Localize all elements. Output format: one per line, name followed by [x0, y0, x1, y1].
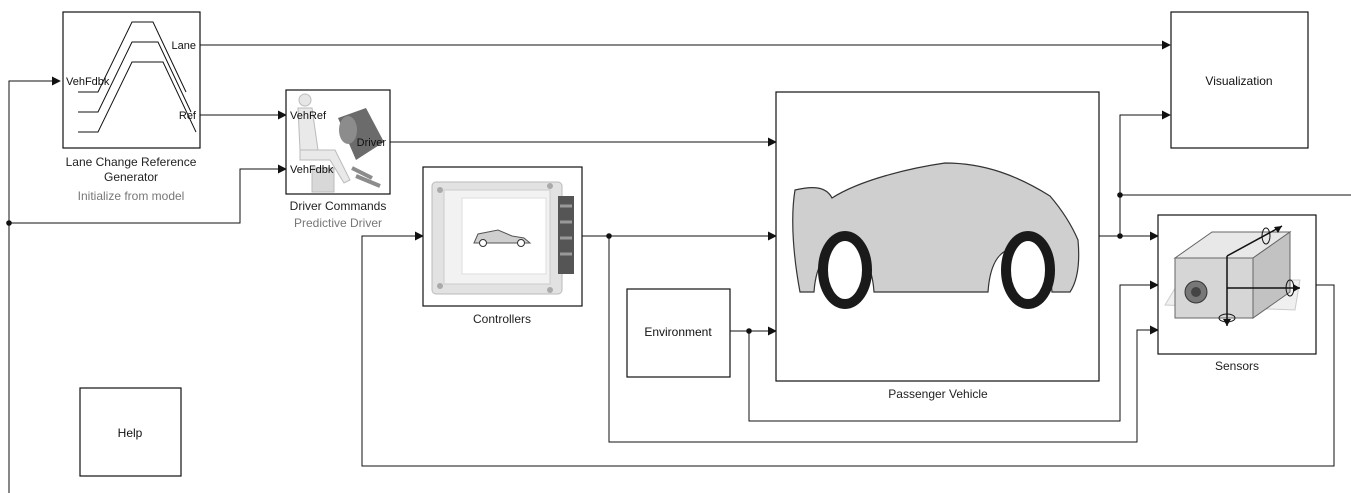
- help-block-label: Help: [118, 426, 143, 440]
- sensor-icon: [1164, 225, 1301, 326]
- port-label-vehref: VehRef: [290, 110, 327, 122]
- car-silhouette-icon: [792, 162, 1080, 309]
- lane-change-block-frame[interactable]: [62, 11, 201, 149]
- branch-point: [606, 233, 612, 239]
- lane-change-name-line2: Generator: [104, 170, 158, 184]
- signal-lines: [8, 40, 1351, 493]
- branch-point: [6, 220, 12, 226]
- port-label-lane: Lane: [172, 40, 196, 52]
- sensors-block[interactable]: Sensors: [1157, 214, 1317, 373]
- driver-block-subtitle: Predictive Driver: [294, 216, 382, 230]
- lane-change-icon: [78, 21, 197, 133]
- signal-line-environment-to-sensors[interactable]: [748, 280, 1159, 422]
- lane-change-reference-block[interactable]: VehFdbk Lane Ref Lane Change Reference G…: [62, 11, 201, 203]
- signal-line-sensors-to-controllers[interactable]: [361, 231, 1335, 467]
- visualization-block-label: Visualization: [1205, 74, 1272, 88]
- visualization-block[interactable]: Visualization: [1170, 11, 1309, 149]
- ecu-icon: [431, 181, 574, 295]
- visualization-block-frame[interactable]: [1170, 11, 1309, 149]
- sensors-block-name: Sensors: [1215, 359, 1259, 373]
- lane-change-subtitle: Initialize from model: [78, 189, 185, 203]
- signal-line-vehfdbk-to-lane[interactable]: [8, 76, 61, 493]
- environment-block-label: Environment: [644, 325, 712, 339]
- driver-commands-block[interactable]: VehRef VehFdbk Driver Driver Commands Pr…: [285, 89, 391, 230]
- branch-points: [6, 192, 1123, 334]
- port-label-vehfdbk: VehFdbk: [66, 76, 110, 88]
- branch-point: [1117, 233, 1123, 239]
- lane-change-name-line1: Lane Change Reference: [66, 155, 197, 169]
- port-label-ref: Ref: [179, 110, 197, 122]
- port-label-driver: Driver: [357, 137, 387, 149]
- driver-icon: [297, 93, 384, 193]
- port-label-vehfdbk-driver: VehFdbk: [290, 164, 334, 176]
- driver-block-name: Driver Commands: [290, 199, 387, 213]
- environment-block[interactable]: Environment: [626, 288, 731, 378]
- environment-block-frame[interactable]: [626, 288, 731, 378]
- signal-line-controllers-to-sensors[interactable]: [608, 236, 1159, 443]
- vehicle-block-name: Passenger Vehicle: [888, 387, 988, 401]
- controllers-block-name: Controllers: [473, 312, 531, 326]
- help-block[interactable]: Help: [79, 387, 182, 477]
- help-block-frame[interactable]: [79, 387, 182, 477]
- controllers-block[interactable]: Controllers: [422, 166, 583, 326]
- branch-point: [1117, 192, 1123, 198]
- signal-line-vehfdbk-to-driver[interactable]: [9, 164, 287, 224]
- branch-point: [746, 328, 752, 334]
- passenger-vehicle-block[interactable]: Passenger Vehicle: [775, 91, 1100, 401]
